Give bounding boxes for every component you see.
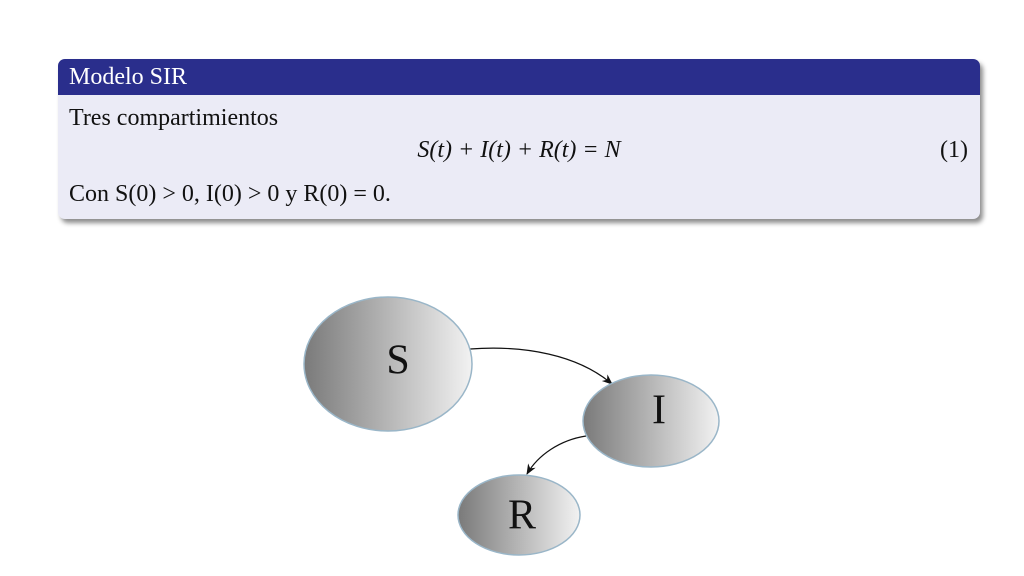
node-s: S xyxy=(303,296,473,432)
intro-text: Tres compartimientos xyxy=(69,105,279,131)
node-i: I xyxy=(582,374,720,468)
initial-conditions: Con S(0) > 0, I(0) > 0 y R(0) = 0. xyxy=(69,181,391,207)
edge-s-to-i xyxy=(469,347,613,385)
node-r: R xyxy=(457,474,581,556)
block-body: Tres compartimientos S(t) + I(t) + R(t) … xyxy=(58,95,980,219)
block-title: Modelo SIR xyxy=(58,59,980,95)
node-s-label: S xyxy=(386,338,409,384)
node-i-label: I xyxy=(652,388,666,434)
edge-i-to-r xyxy=(526,435,587,475)
sir-model-block: Modelo SIR Tres compartimientos S(t) + I… xyxy=(58,59,980,219)
equation-number: (1) xyxy=(940,137,968,163)
node-r-label: R xyxy=(508,493,536,539)
population-equation: S(t) + I(t) + R(t) = N xyxy=(417,137,621,163)
